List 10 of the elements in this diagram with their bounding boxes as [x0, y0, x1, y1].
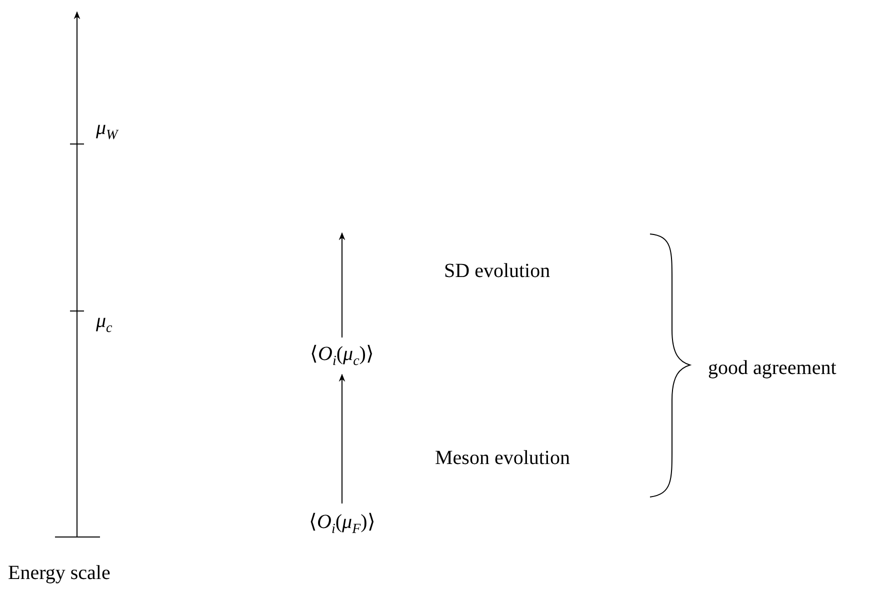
axis-title: Energy scale	[8, 561, 110, 585]
annotation: good agreement	[708, 356, 836, 380]
expectation-value: ⟨O$_{i}$(μ$_{F}$)⟩	[309, 510, 376, 538]
arrow	[338, 232, 346, 338]
step-label: Meson evolution	[435, 446, 570, 470]
expectation-value: ⟨O$_{i}$(μ$_{c}$)⟩	[310, 342, 374, 370]
tick-label: μ$_{c}$	[96, 308, 112, 338]
arrow	[338, 374, 346, 504]
step-label: SD evolution	[444, 259, 550, 283]
tick-label: μ$_{W}$	[96, 116, 118, 144]
